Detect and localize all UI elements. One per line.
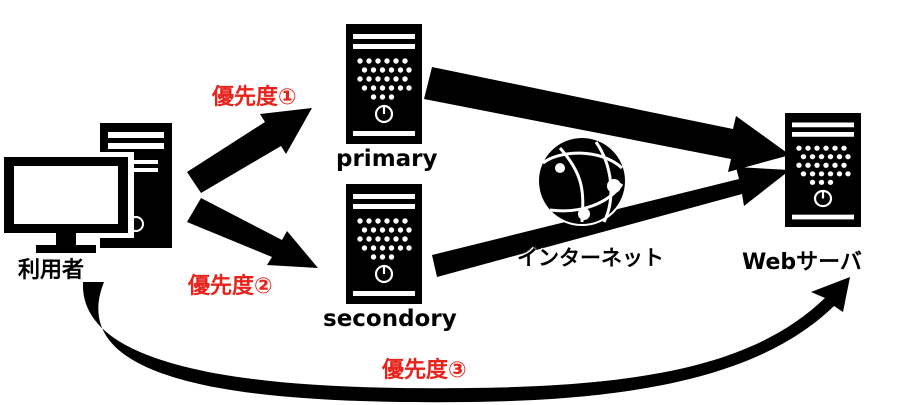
priority1-label: 優先度①	[212, 85, 297, 110]
user-label: 利用者	[18, 258, 85, 283]
primary-label: primary	[336, 146, 438, 172]
server-tower-icon	[783, 111, 863, 229]
priority2-label: 優先度②	[188, 274, 273, 299]
arrow-priority1	[187, 108, 312, 193]
server-tower-icon	[344, 22, 424, 146]
arrow-primary-to-web	[424, 67, 790, 172]
server-tower-icon	[344, 182, 424, 306]
globe-network-icon	[537, 136, 627, 226]
arrow-priority2	[187, 198, 318, 268]
web-server-label: Webサーバ	[742, 250, 862, 275]
arrow-secondary-to-web	[432, 167, 790, 277]
internet-label: インターネット	[517, 246, 664, 270]
desktop-pc-icon	[0, 123, 172, 253]
secondary-label: secondory	[323, 306, 457, 332]
priority3-label: 優先度③	[382, 358, 467, 383]
